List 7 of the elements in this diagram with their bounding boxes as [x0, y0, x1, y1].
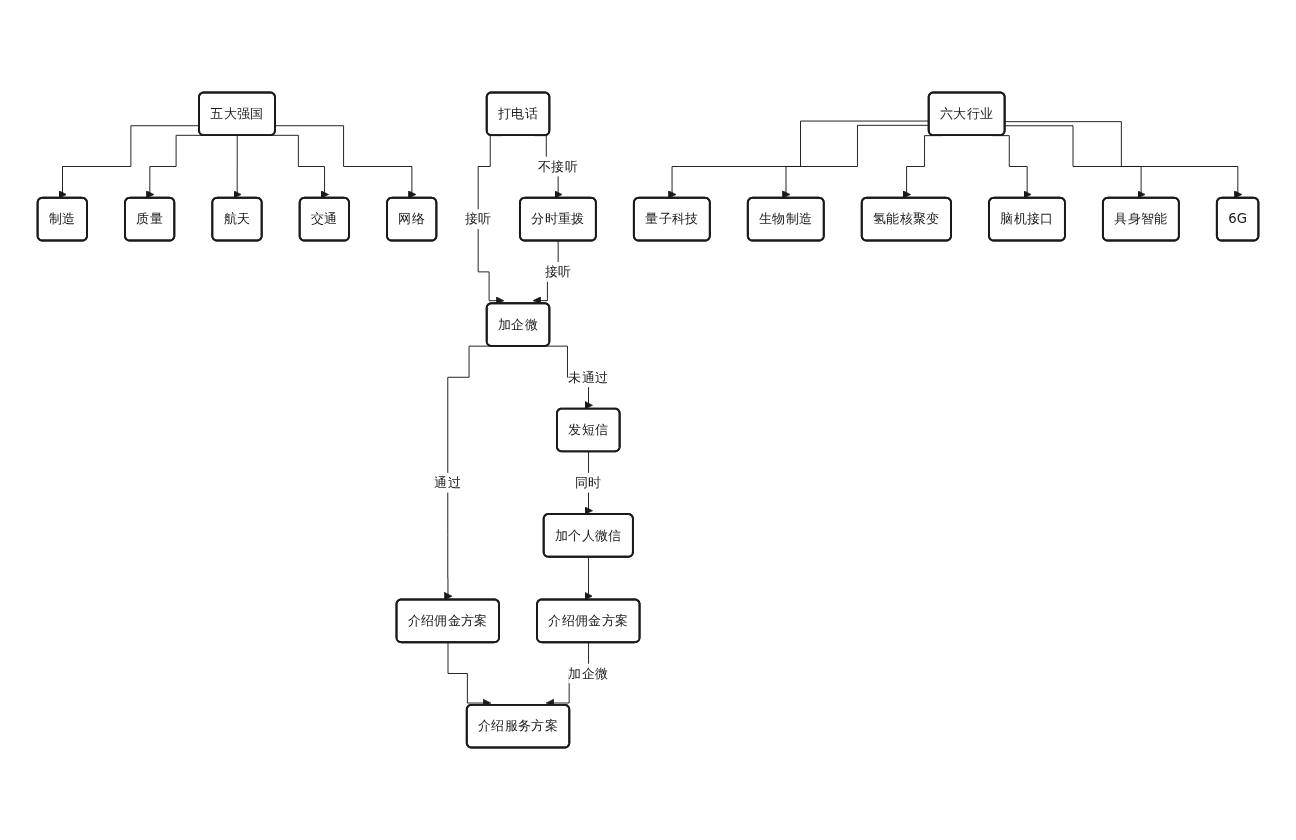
edge-label: 通过 [434, 474, 462, 490]
edge-label: 接听 [464, 211, 492, 227]
edge-label: 加企微 [568, 665, 609, 681]
edge-label: 未通过 [568, 369, 609, 385]
edge-label: 不接听 [537, 158, 578, 174]
edge-label: 同时 [575, 474, 602, 490]
edge-label: 接听 [544, 263, 572, 279]
